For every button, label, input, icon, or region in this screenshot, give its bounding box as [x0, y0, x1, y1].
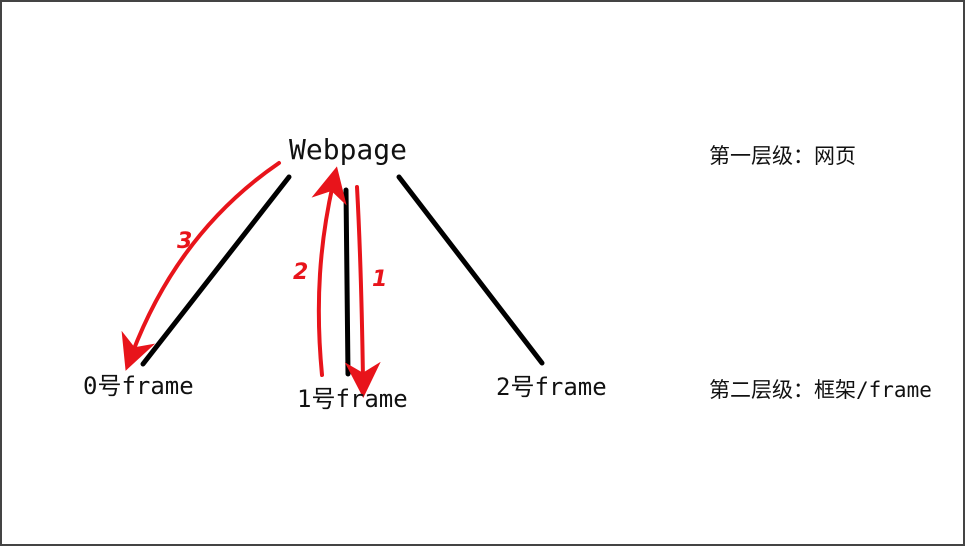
root-node-webpage: Webpage: [289, 133, 408, 166]
level-label-first: 第一层级：网页: [709, 144, 856, 168]
edge-root-to-frame1: [343, 187, 351, 377]
edge-root-to-frame2: [396, 174, 545, 366]
step-label-2: 2: [293, 260, 308, 285]
arrow-step-2: [311, 166, 347, 377]
frame-node-1: 1号frame: [297, 385, 408, 413]
frame-node-0: 0号frame: [83, 372, 194, 400]
arrow-step-1: [344, 185, 381, 398]
step-label-3: 3: [177, 229, 192, 254]
frame-node-2: 2号frame: [496, 373, 607, 401]
level-label-second: 第二层级：框架/frame: [709, 378, 932, 402]
step-label-1: 1: [372, 267, 387, 292]
edge-root-to-frame0: [140, 174, 292, 367]
arrow-step-3: [121, 161, 281, 371]
